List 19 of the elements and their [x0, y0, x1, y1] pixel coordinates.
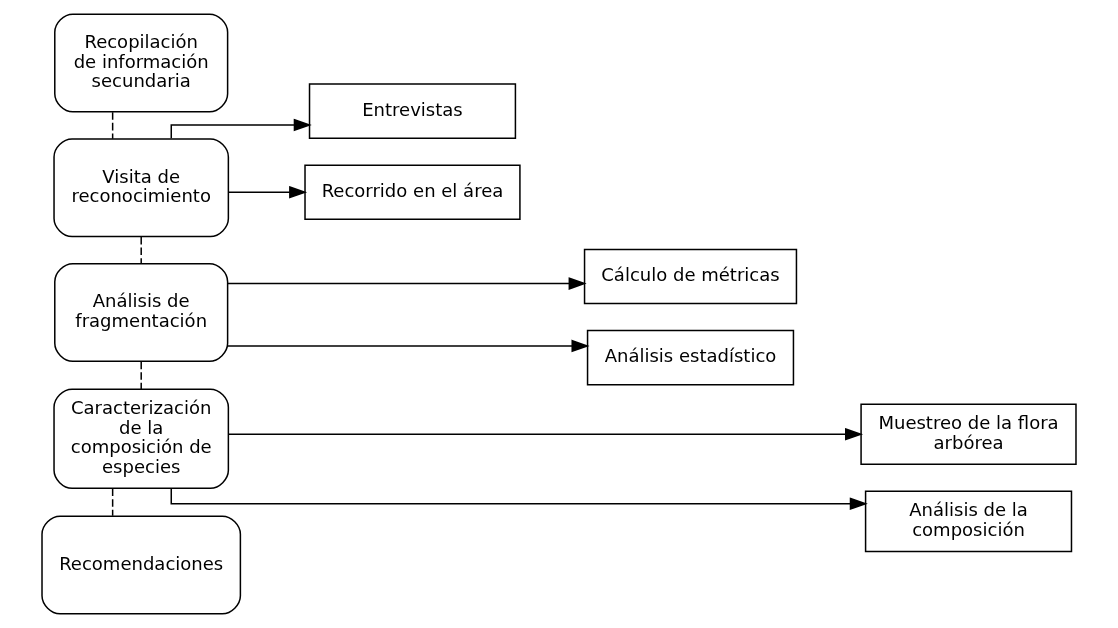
- connector: [111, 487, 114, 517]
- node-box: Cálculo de métricas: [583, 248, 798, 305]
- node-box: Recopilación de información secundaria: [54, 13, 229, 113]
- connector: [140, 236, 142, 265]
- arrow: [226, 339, 590, 353]
- node-box: Muestreo de la flora arbórea: [860, 403, 1077, 466]
- connector: [140, 360, 142, 390]
- node-box: Análisis estadístico: [586, 329, 795, 386]
- node-box: Visita de reconocimiento: [53, 138, 230, 238]
- arrow: [226, 277, 587, 290]
- node-box: Caracterización de la composición de especies: [53, 388, 230, 490]
- node-box: Entrevistas: [308, 83, 517, 139]
- node-box: Recorrido en el área: [304, 164, 521, 221]
- arrow: [227, 427, 864, 441]
- connector: [111, 111, 114, 140]
- arrow: [227, 185, 308, 199]
- node-box: Análisis de fragmentación: [54, 262, 229, 363]
- node-box: Recomendaciones: [41, 515, 242, 615]
- node-box: Análisis de la composición: [864, 490, 1073, 553]
